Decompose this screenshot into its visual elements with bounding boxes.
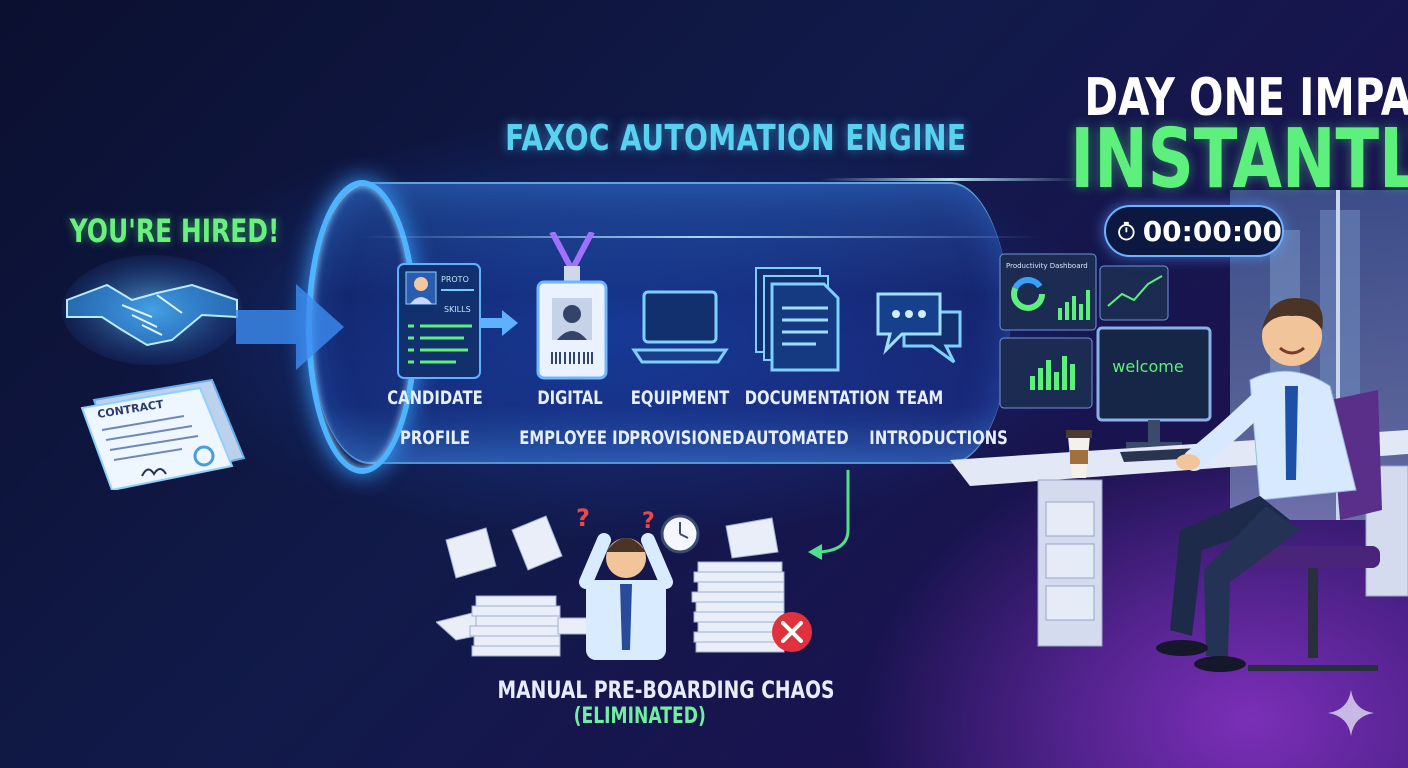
profile-photo-label: PROTO — [441, 275, 469, 284]
chaos-illustration: ? ? — [436, 504, 812, 660]
welcome-text: welcome — [1112, 357, 1183, 376]
impact-subheading: INSTANTLY — [1070, 112, 1408, 207]
documents-icon — [755, 267, 840, 372]
timer-value: 00:00:00 — [1142, 214, 1282, 248]
smiling-employee — [1156, 298, 1357, 672]
contract-document-icon: CONTRACT — [80, 378, 246, 490]
green-down-arrow-icon — [808, 470, 850, 560]
stopwatch-icon — [1118, 221, 1135, 241]
chaos-title: MANUAL PRE-BOARDING CHAOS — [497, 676, 835, 704]
chat-bubbles-icon — [876, 292, 962, 364]
light-streak — [820, 178, 1080, 181]
laptop-icon — [631, 290, 729, 364]
handshake-icon — [62, 255, 242, 365]
chaos-subtitle: (ELIMINATED) — [573, 704, 707, 729]
sparkle-icon — [1328, 690, 1374, 736]
office-scene-illustration: Productivity Dashboard welcome — [950, 190, 1408, 672]
dashboard-title: Productivity Dashboard — [1006, 262, 1088, 270]
small-arrow-icon — [480, 310, 518, 336]
svg-text:?: ? — [642, 509, 655, 534]
svg-text:?: ? — [576, 504, 590, 532]
floating-dashboard-screen: Productivity Dashboard — [999, 253, 1097, 331]
candidate-profile-card-icon: PROTO SKILLS — [397, 263, 481, 379]
employee-id-badge-icon — [536, 232, 608, 380]
stressed-worker — [579, 533, 673, 660]
flow-arrow-icon — [236, 284, 344, 370]
profile-skills-label: SKILLS — [444, 305, 471, 314]
engine-title: FAXOC AUTOMATION ENGINE — [505, 118, 967, 159]
light-streak — [360, 236, 1040, 238]
timer-display: 00:00:00 — [1104, 205, 1284, 257]
impact-heading: DAY ONE IMPACT — [1084, 68, 1408, 128]
hired-heading: YOU'RE HIRED! — [69, 212, 280, 250]
